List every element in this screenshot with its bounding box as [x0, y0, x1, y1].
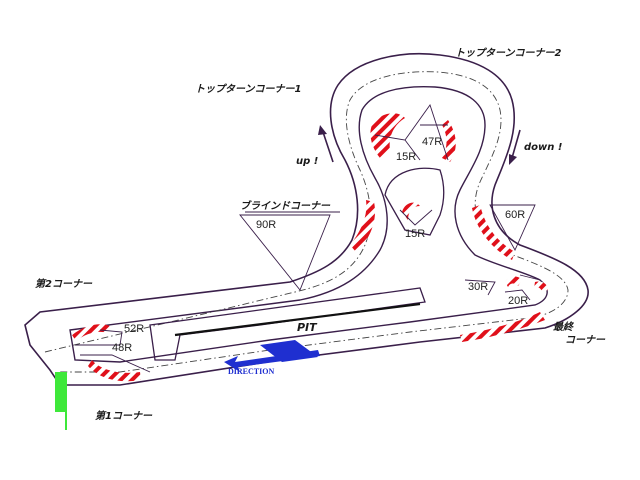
radius-60r: 60R [505, 209, 525, 221]
direction-label: DIRECTION [228, 367, 274, 376]
top-turn-2-label: トップターンコーナー2 [455, 47, 561, 59]
curb-hairpin [402, 202, 420, 220]
curb-corner-2 [72, 324, 110, 341]
radius-90r: 90R [256, 219, 276, 231]
radius-triangle-90r [239, 214, 331, 291]
start-flag-icon [55, 372, 67, 430]
curb-corner-1 [88, 360, 141, 382]
curb-blind [350, 200, 376, 252]
pit-wall [174, 302, 421, 337]
down-label: down ! [524, 142, 562, 153]
radius-lines-48r [80, 354, 151, 373]
curb-final [460, 312, 545, 342]
pit-label: PIT [297, 321, 318, 334]
direction-arrow-icon: DIRECTION [224, 340, 320, 376]
curb-20r [534, 281, 548, 292]
radius-triangle-60r [489, 204, 536, 252]
track-outer-edge [24, 52, 589, 386]
down-arrow-icon [509, 129, 521, 165]
radius-52r: 52R [124, 323, 144, 335]
corner-2-label: 第2コーナー [35, 278, 93, 290]
blind-corner-label: ブラインドコーナー [240, 200, 331, 212]
curb-top-turn-1 [370, 113, 405, 158]
up-arrow-icon [318, 125, 334, 163]
curb-top-turn-2 [442, 120, 456, 162]
radius-lines-hairpin [399, 209, 433, 226]
radius-lines-52r [75, 329, 123, 346]
radius-48r: 48R [112, 342, 132, 354]
radius-30r: 30R [468, 281, 488, 293]
up-label: up ! [296, 156, 318, 167]
final-corner-label-2: コーナー [565, 335, 606, 346]
curb-30r [505, 276, 522, 287]
top-turn-1-label: トップターンコーナー1 [195, 83, 301, 95]
radius-20r: 20R [508, 295, 528, 307]
radius-15r-top: 15R [396, 151, 416, 163]
radius-lines-final [464, 274, 541, 301]
radius-15r-hairpin: 15R [405, 228, 425, 240]
curb-60r [472, 205, 515, 260]
track-infield-loop [384, 167, 445, 236]
track-inner-edge [69, 85, 548, 363]
corner-1-label: 第1コーナー [95, 410, 153, 422]
radius-47r: 47R [422, 136, 442, 148]
radius-lines-top [374, 104, 449, 161]
final-corner-label-1: 最終 [553, 321, 575, 333]
